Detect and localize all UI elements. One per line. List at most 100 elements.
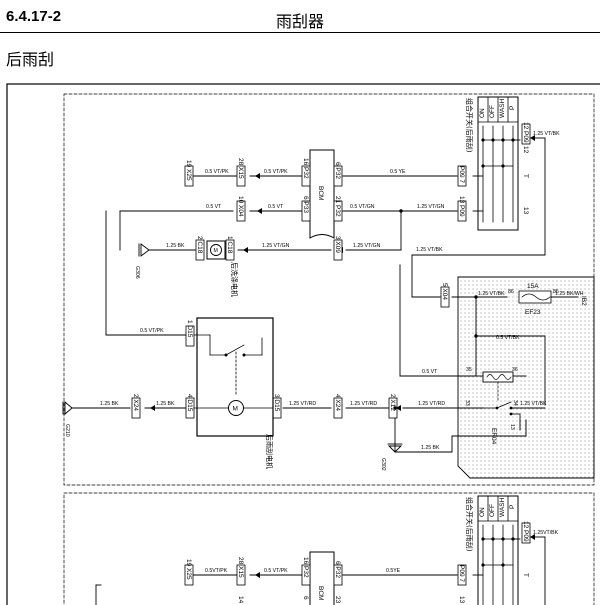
wire-relay-coil-vt: 0.5 VT: [422, 369, 438, 375]
junction-dots: [393, 209, 478, 410]
wiper-motor-m: M: [233, 406, 238, 413]
wire-fuse-out: 1.25 BK/WH: [555, 291, 584, 297]
outer-frame: [6, 83, 600, 605]
wire-p32-vtgn: 0.5 VT/GN: [350, 204, 375, 210]
lower-switch-pos-wash: WASH: [499, 497, 506, 517]
ground-g306-label: G306: [134, 266, 140, 279]
conn-x04-5: 5 X04: [441, 283, 448, 300]
conn-p09-12: 12 P09: [522, 122, 529, 143]
header-divider: [0, 32, 600, 33]
relay-name: ER04: [490, 428, 497, 445]
pin-86: 86: [508, 289, 514, 295]
bcm-label: BCM: [317, 186, 324, 200]
wire-x04-fuse: 1.25 VT/BK: [478, 291, 505, 297]
connector-blocks-lower: [184, 522, 531, 586]
wire-d15-vtpk: 0.5 VT/PK: [140, 328, 164, 334]
ground-g210-label: G210: [64, 424, 70, 437]
ground-g306: [138, 243, 150, 257]
conn-x25-19: 19 X25: [185, 160, 192, 181]
wire-x15-p32: 0.5 VT/PK: [264, 169, 288, 175]
lower-pin-13: 13: [458, 596, 465, 604]
switch-side-12: 12: [522, 146, 529, 154]
relay-pin-36: 36: [512, 367, 518, 373]
combo-switch-label: 组合开关(后雨刮): [465, 98, 474, 153]
conn-d15-1: 1 D15: [186, 320, 193, 338]
conn-x12-2: 2 X12: [389, 394, 396, 411]
lower-pin-23: 23: [334, 596, 341, 604]
wiper-motor-symbol: [228, 400, 244, 416]
lower-conn-p32-16: 16 P32: [302, 557, 309, 578]
wiper-motor-box: [196, 317, 274, 437]
conn-p33-6: 6 P33: [302, 196, 309, 213]
fuse-rating: 15A: [527, 283, 539, 290]
lower-conn-x15-28: 28 X15: [237, 557, 244, 578]
ground-g210: [62, 401, 73, 415]
wire-d15-vtrd: 1.25 VT/RD: [289, 401, 316, 407]
conn-x04-10: 10 X04: [237, 196, 244, 217]
conn-p32-21: 21 P32: [334, 196, 341, 217]
wire-p09-vtgn: 1.25 VT/GN: [417, 204, 445, 210]
washer-motor-m: M: [214, 248, 218, 254]
wire-x25-x15: 0.5 VT/PK: [205, 169, 229, 175]
relay-pin-34: 34: [512, 400, 518, 406]
lower-bcm-label: BCM: [317, 586, 324, 600]
wiper-motor-label: 后雨刮电机: [265, 434, 274, 469]
wire-g306-bk: 1.25 BK: [166, 243, 185, 249]
pin-85: 85: [553, 289, 559, 295]
bcm-module-lower: [309, 551, 335, 605]
wire-x24-vtrd: 1.25 VT/RD: [350, 401, 377, 407]
switch-pos-wash: WASH: [499, 98, 506, 118]
connector-blocks: [131, 123, 531, 419]
section-number: 6.4.17-2: [6, 8, 62, 25]
switch-side-13: 13: [522, 207, 529, 215]
wires-bottom: [95, 536, 546, 605]
conn-p09-7: P09 7: [458, 166, 465, 183]
conn-d15-4: 4 D15: [186, 394, 193, 412]
lower-conn-x25-19: 19 X25: [185, 559, 192, 580]
wire-g210-bk: 1.25 BK: [100, 401, 119, 407]
fuse-element: [521, 293, 551, 301]
switch-pos-p: P: [509, 106, 516, 110]
relay-er04: [482, 371, 521, 421]
wire-loop-vtbk: 1.25 VT/BK: [416, 247, 443, 253]
wiper-park-switch: [193, 334, 274, 409]
wire-relay-vtbk: 0.5 VT/BK: [496, 335, 520, 341]
conn-x24-2: 2 X24: [132, 394, 139, 411]
relay-pin-35: 35: [466, 367, 472, 373]
conn-p32-6: 6 P32: [334, 162, 341, 179]
fuse-body: [518, 290, 552, 304]
combination-switch: [477, 96, 519, 231]
page-title: 雨刮器: [275, 12, 324, 31]
wire-p32-p09: 0.5 YE: [390, 169, 406, 175]
lower-switch-pos-p: P: [509, 505, 516, 509]
wire-x09-vtgn: 1.25 VT/GN: [353, 243, 381, 249]
conn-x09-3: 3 X09: [334, 236, 341, 253]
switch-pos-on: ON: [479, 108, 486, 118]
wire-x12-vtrd: 1.25 VT/RD: [418, 401, 445, 407]
conn-d15-3: 3 D15: [273, 394, 280, 412]
wire-x24-bk: 1.25 BK: [156, 401, 175, 407]
conn-x15-28: 28 X15: [237, 158, 244, 179]
fuse-name: EF23: [525, 309, 541, 316]
lower-switch-side-t: T: [522, 573, 529, 577]
wire-p09-vtbk: 1.25 VT/BK: [533, 131, 560, 137]
wire-c18-vtgn: 1.25 VT/GN: [262, 243, 290, 249]
conn-p09-13: 13 P09: [458, 196, 465, 217]
section-subtitle: 后雨刮: [6, 50, 55, 69]
switch-pos-off: OFF: [489, 105, 496, 118]
lower-switch-pos-off: OFF: [489, 504, 496, 517]
lower-wire-p09-vtbk: 1.25VT/BK: [533, 530, 559, 536]
lower-conn-p32-6: 6 P32: [334, 561, 341, 578]
wire-relay-out-vtbk: 1.25 VT/BK: [520, 401, 547, 407]
wires-top: [71, 137, 579, 453]
lower-pin-14: 14: [237, 596, 244, 604]
conn-p32-16: 16 P32: [302, 158, 309, 179]
dashed-frame-bottom: [63, 492, 595, 605]
lower-switch-pos-on: ON: [479, 507, 486, 517]
fuse-relay-box: [457, 276, 595, 479]
washer-motor-label: 后洗涤电机: [230, 262, 239, 297]
lower-wire-x25-x15: 0.5VT/PK: [205, 568, 228, 574]
switch-side-t: T: [522, 174, 529, 178]
conn-c18-2: 2 C18: [196, 236, 203, 254]
